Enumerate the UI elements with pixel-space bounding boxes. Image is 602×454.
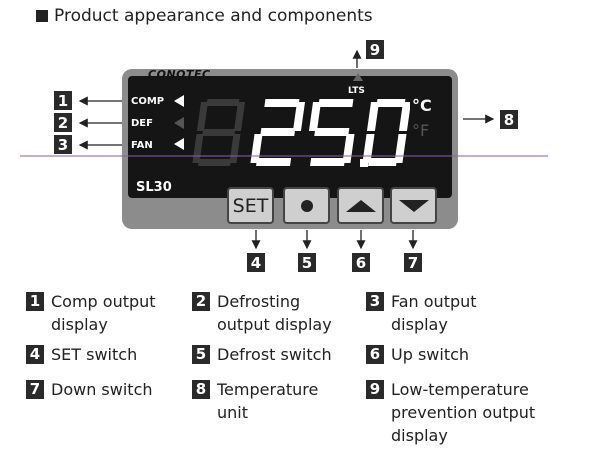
legend-number: 7 — [26, 380, 44, 399]
legend-number: 4 — [26, 345, 44, 364]
legend-text: Fan output display — [391, 290, 477, 336]
digit-dim — [192, 99, 246, 166]
legend-line: display — [391, 426, 448, 445]
legend-number: 2 — [192, 292, 210, 311]
indicator-def-label: DEF — [131, 118, 153, 129]
legend-line: Up switch — [391, 345, 470, 364]
legend-line: Comp output — [51, 292, 156, 311]
unit-fahrenheit: °F — [412, 121, 430, 140]
legend-line: display — [51, 315, 108, 334]
callout-5: 5 — [298, 253, 316, 272]
legend-number: 6 — [366, 345, 384, 364]
legend-number: 3 — [366, 292, 384, 311]
legend-text: Comp output display — [51, 290, 156, 336]
legend-text: Down switch — [51, 378, 153, 401]
legend-line: prevention output — [391, 403, 536, 422]
callout-6: 6 — [352, 253, 370, 272]
callout-9: 9 — [366, 40, 384, 59]
legend-line: Temperature — [217, 380, 319, 399]
unit-celsius: °C — [412, 96, 432, 115]
callout-8: 8 — [500, 110, 518, 129]
legend-line: SET switch — [51, 345, 138, 364]
legend-line: Low-temperature — [391, 380, 529, 399]
legend-line: Fan output — [391, 292, 477, 311]
legend-text: Temperature unit — [217, 378, 318, 424]
callout-3: 3 — [54, 135, 72, 154]
model-label: SL30 — [136, 180, 172, 195]
legend-text: Low-temperature prevention output displa… — [391, 378, 535, 447]
down-arrow-icon — [398, 199, 429, 212]
lts-label: LTS — [348, 86, 365, 96]
set-key-label: SET — [232, 194, 269, 217]
callout-1: 1 — [54, 91, 72, 110]
legend-number: 5 — [192, 345, 210, 364]
indicator-fan-label: FAN — [131, 140, 153, 151]
section-title-text: Product appearance and components — [54, 6, 373, 26]
legend-text: SET switch — [51, 343, 137, 366]
fan-led-icon — [174, 138, 184, 150]
legend-text: Defrosting output display — [217, 290, 332, 336]
callout-2: 2 — [54, 113, 72, 132]
dot-icon — [300, 199, 313, 212]
brand-logo: CONOTEC — [148, 68, 211, 81]
legend-number: 8 — [192, 380, 210, 399]
down-key[interactable] — [390, 187, 437, 224]
legend-line: Down switch — [51, 380, 153, 399]
legend-line: Defrost switch — [217, 345, 332, 364]
legend-text: Defrost switch — [217, 343, 332, 366]
callout-7: 7 — [404, 253, 422, 272]
up-key[interactable] — [337, 187, 384, 224]
indicator-leds — [174, 95, 184, 150]
legend-line: display — [391, 315, 448, 334]
indicator-comp-label: COMP — [131, 96, 165, 107]
legend-number: 9 — [366, 380, 384, 399]
callout-4: 4 — [247, 253, 265, 272]
legend-number: 1 — [26, 292, 44, 311]
comp-led-icon — [174, 95, 184, 107]
legend-line: Defrosting — [217, 292, 301, 311]
defrost-key[interactable] — [283, 187, 330, 224]
set-key[interactable]: SET — [227, 187, 274, 224]
legend-line: output display — [217, 315, 332, 334]
bullet-square-icon — [36, 10, 48, 22]
def-led-icon — [174, 117, 184, 129]
legend-line: unit — [217, 403, 248, 422]
lts-led-icon — [353, 73, 363, 81]
legend-text: Up switch — [391, 343, 469, 366]
up-arrow-icon — [345, 199, 376, 212]
section-title: Product appearance and components — [36, 6, 373, 26]
